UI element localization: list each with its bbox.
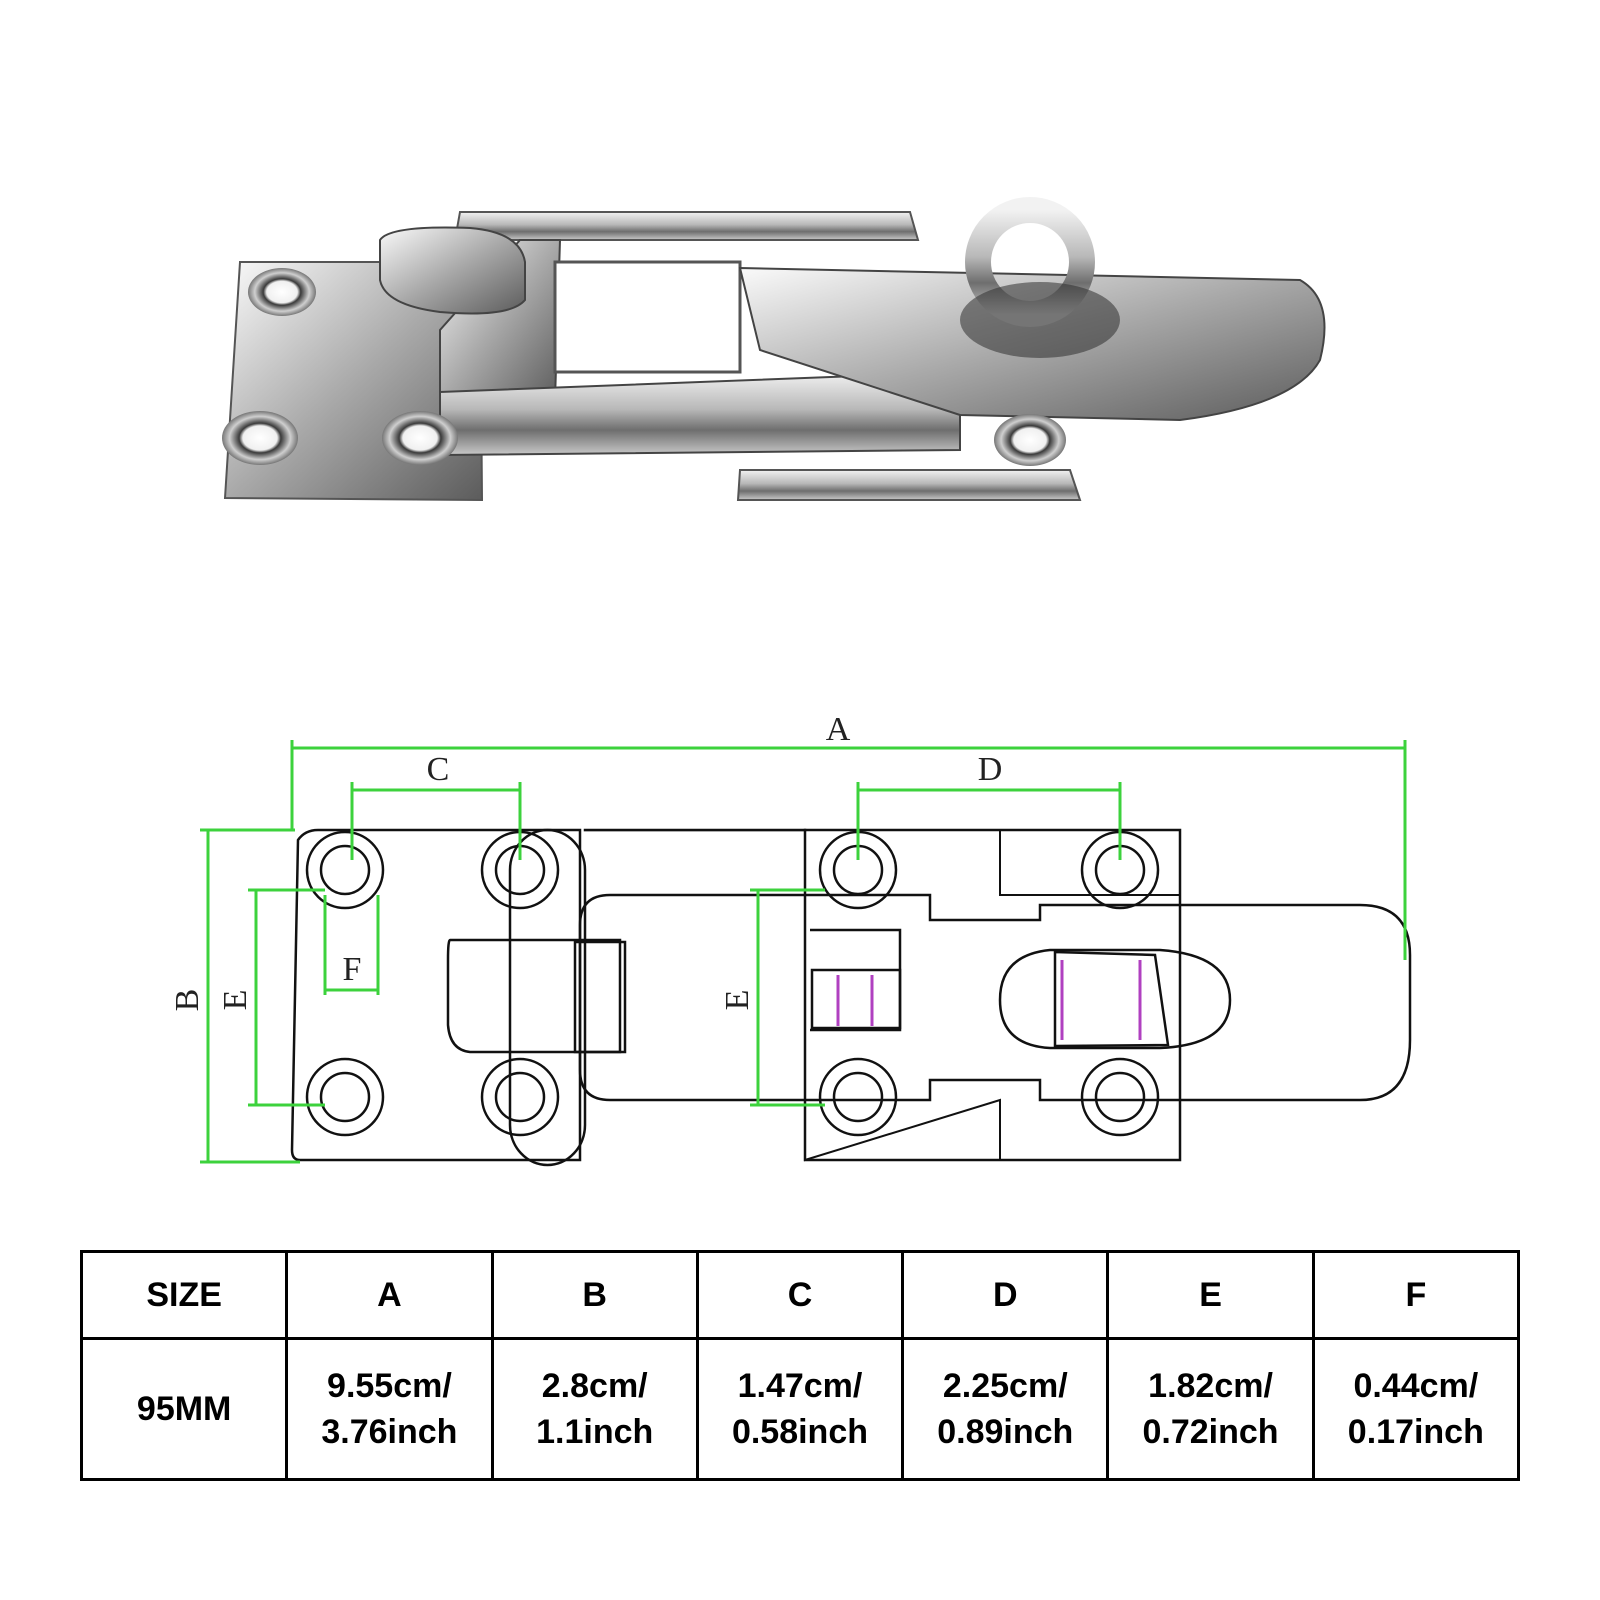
- spec-table: SIZE A B C D E F 95MM 9.55cm/3.76inch 2.…: [79, 1250, 1521, 1481]
- frame-window: [553, 260, 742, 374]
- header-c: C: [695, 1250, 905, 1340]
- dim-label-a: A: [826, 711, 851, 748]
- accent-lines: [836, 960, 1142, 1040]
- dimension-lines: [200, 740, 1407, 1164]
- drawing-hole-7-outer: [818, 1057, 898, 1137]
- tongue-outline: [446, 938, 622, 1054]
- photo-hole-4: [994, 414, 1066, 466]
- header-b: B: [490, 1250, 699, 1340]
- header-a: A: [285, 1250, 494, 1340]
- drawing-hole-3-inner: [319, 1071, 371, 1123]
- right-base-plate: [736, 469, 1082, 501]
- drawing-hole-7-inner: [832, 1071, 884, 1123]
- dim-label-f: F: [343, 951, 362, 988]
- middle-bar-outline: [508, 828, 587, 1167]
- cell-c: 1.47cm/0.58inch: [695, 1337, 905, 1481]
- drawing-hole-4-inner: [494, 1071, 546, 1123]
- drawing-hole-1-inner: [319, 844, 371, 896]
- cell-f: 0.44cm/0.17inch: [1311, 1337, 1521, 1481]
- dim-label-d: D: [978, 751, 1003, 788]
- header-size: SIZE: [79, 1250, 289, 1340]
- cell-a: 9.55cm/3.76inch: [285, 1337, 494, 1481]
- header-e: E: [1106, 1250, 1315, 1340]
- cell-e: 1.82cm/0.72inch: [1106, 1337, 1315, 1481]
- product-photo: [222, 197, 1326, 502]
- drawing-holes: [305, 830, 1160, 1137]
- central-frame-outline: [578, 893, 1412, 1102]
- dim-label-e-center: E: [719, 990, 756, 1011]
- dim-label-e-left: E: [217, 990, 254, 1011]
- cell-b: 2.8cm/1.1inch: [490, 1337, 699, 1481]
- cell-d: 2.25cm/0.89inch: [901, 1337, 1110, 1481]
- drawing-outline: [290, 828, 1412, 1167]
- dim-label-c: C: [427, 751, 450, 788]
- drawing-hole-3-outer: [305, 1057, 385, 1137]
- header-f: F: [1311, 1250, 1521, 1340]
- dim-label-b: B: [169, 989, 206, 1012]
- left-plate-outline: [290, 828, 582, 1162]
- spec-value-row: 95MM 9.55cm/3.76inch 2.8cm/1.1inch 1.47c…: [79, 1337, 1521, 1481]
- photo-hole-3: [382, 411, 458, 465]
- header-d: D: [901, 1250, 1110, 1340]
- spec-header-row: SIZE A B C D E F: [79, 1250, 1521, 1340]
- drawing-hole-1-outer: [305, 830, 385, 910]
- photo-hole-2: [222, 411, 298, 465]
- photo-hole-1: [248, 268, 316, 316]
- right-plate-outline: [804, 829, 1181, 1162]
- hasp-loop: [998, 948, 1232, 1050]
- drawing-hole-4-outer: [480, 1057, 560, 1137]
- drawing-hole-8-outer: [1080, 1057, 1160, 1137]
- tongue-slot: [573, 940, 627, 1054]
- drawing-hole-8-inner: [1094, 1071, 1146, 1123]
- cell-size: 95MM: [79, 1337, 289, 1481]
- thumb-tab: [379, 226, 526, 315]
- technical-drawing: A C D F B E E: [169, 711, 1412, 1167]
